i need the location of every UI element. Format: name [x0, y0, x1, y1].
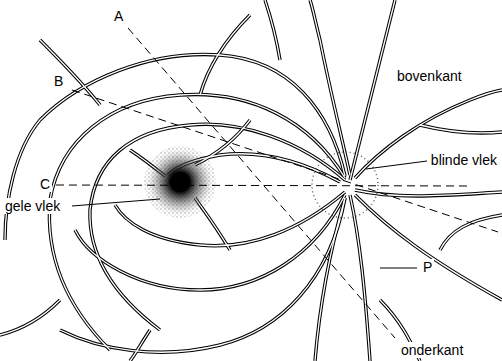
section-line	[128, 28, 395, 338]
leader-line	[72, 199, 160, 206]
leader-line	[366, 161, 427, 169]
macula-stipple	[144, 146, 216, 218]
line-letter: B	[52, 73, 65, 89]
section-line	[72, 90, 498, 232]
orientation-label: onderkant	[399, 342, 465, 358]
fovea	[171, 173, 189, 191]
section-line	[56, 185, 470, 186]
part-label: gele vlek	[3, 198, 62, 214]
orientation-label: bovenkant	[395, 68, 464, 84]
part-label: blinde vlek	[429, 152, 499, 168]
line-letter: C	[38, 176, 52, 192]
macula	[148, 150, 212, 214]
leader-line	[380, 268, 417, 269]
part-label: P	[421, 259, 434, 275]
optic-disc	[312, 152, 378, 218]
line-letter: A	[112, 8, 125, 24]
